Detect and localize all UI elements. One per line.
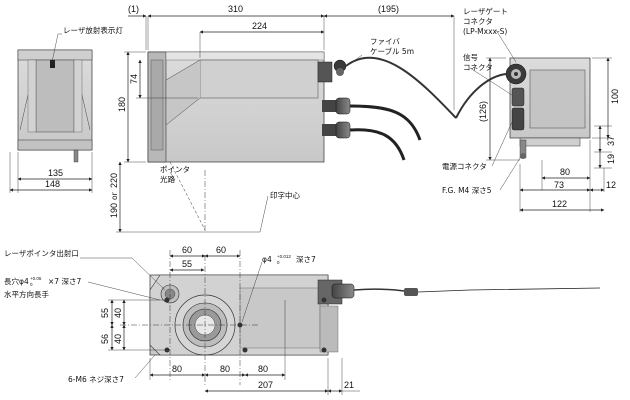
print-center-label: 印字中心 xyxy=(270,190,300,200)
signal-label-2: コネクタ xyxy=(463,63,493,72)
hole-depth-label: 深さ7 xyxy=(296,255,316,264)
laser-lamp-icon xyxy=(50,60,55,68)
slot-tol: +0.05 xyxy=(30,276,42,281)
fiber-cable-label-1: ファイバ xyxy=(370,37,400,46)
dim-40-v2: 40 xyxy=(113,334,123,344)
screw-label: 6-M6 ネジ深さ7 xyxy=(68,375,124,384)
dim-195: (195) xyxy=(378,4,399,14)
dim-12: 12 xyxy=(606,180,616,190)
laser-gate-label-3: (LP-Mxxx-S) xyxy=(463,27,507,36)
dim-56-v: 56 xyxy=(100,334,110,344)
slot-label-prefix: 長穴φ4 xyxy=(4,276,29,286)
dim-122: 122 xyxy=(552,199,567,209)
dim-55-v: 55 xyxy=(100,308,110,318)
dim-55-top: 55 xyxy=(182,259,192,269)
dim-19: 19 xyxy=(606,154,616,164)
pointer-exit-label: レーザポインタ出射口 xyxy=(4,248,79,258)
pointer-path-label-2: 光路 xyxy=(160,174,175,184)
main-view xyxy=(116,14,457,233)
slot-label-suffix: ×7 深さ7 xyxy=(48,277,81,286)
pointer-path-line xyxy=(169,161,206,231)
fiber-cable-label-2: ケーブル 5m xyxy=(370,46,414,56)
laser-gate-label-1: レーザゲート xyxy=(463,7,508,16)
slot-tol-0: 0 xyxy=(30,282,33,287)
power-connector-label: 電源コネクタ xyxy=(442,162,487,171)
dim-73: 73 xyxy=(554,180,564,190)
dim-207: 207 xyxy=(258,380,273,390)
signal-connector-icon xyxy=(511,87,525,107)
dim-80-b2: 80 xyxy=(220,364,230,374)
front-view xyxy=(9,33,93,193)
hole-phi-label: φ4 xyxy=(262,255,272,264)
dim-220: 220 xyxy=(109,173,119,188)
hole-tol: +0.012 xyxy=(277,254,291,259)
dim-60b: 60 xyxy=(216,245,226,255)
fg-label: F.G. M4 深さ5 xyxy=(442,186,492,195)
pointer-path-label-1: ポインタ xyxy=(160,165,190,174)
signal-label-1: 信号 xyxy=(463,52,478,62)
hole-tol-0: 0 xyxy=(277,260,280,265)
right-view xyxy=(455,29,612,212)
dim-80-b1: 80 xyxy=(172,364,182,374)
bottom-view xyxy=(80,250,601,395)
dim-135: 135 xyxy=(48,168,63,178)
slot-direction-label: 水平方向長手 xyxy=(4,289,49,299)
dim-148: 148 xyxy=(45,179,60,189)
power-connector-icon xyxy=(511,107,525,131)
dim-310: 310 xyxy=(228,4,243,14)
dim-or: or xyxy=(110,191,119,200)
dim-100: 100 xyxy=(610,89,620,104)
dim-190: 190 xyxy=(109,203,119,218)
dim-60a: 60 xyxy=(182,245,192,255)
dim-224: 224 xyxy=(252,21,267,31)
dim-180: 180 xyxy=(117,97,127,112)
dim-21: 21 xyxy=(344,380,354,390)
fiber-cable xyxy=(345,56,457,119)
dim-74: 74 xyxy=(129,74,139,84)
laser-lamp-label: レーザ放射表示灯 xyxy=(63,25,123,35)
laser-gate-label-2: コネクタ xyxy=(463,17,493,26)
dim-40-v1: 40 xyxy=(113,308,123,318)
dim-126: (126) xyxy=(478,101,488,122)
dim-80-b3: 80 xyxy=(258,364,268,374)
dim-37: 37 xyxy=(606,136,616,146)
dim-1: (1) xyxy=(128,4,139,14)
dim-80-side: 80 xyxy=(560,167,570,177)
